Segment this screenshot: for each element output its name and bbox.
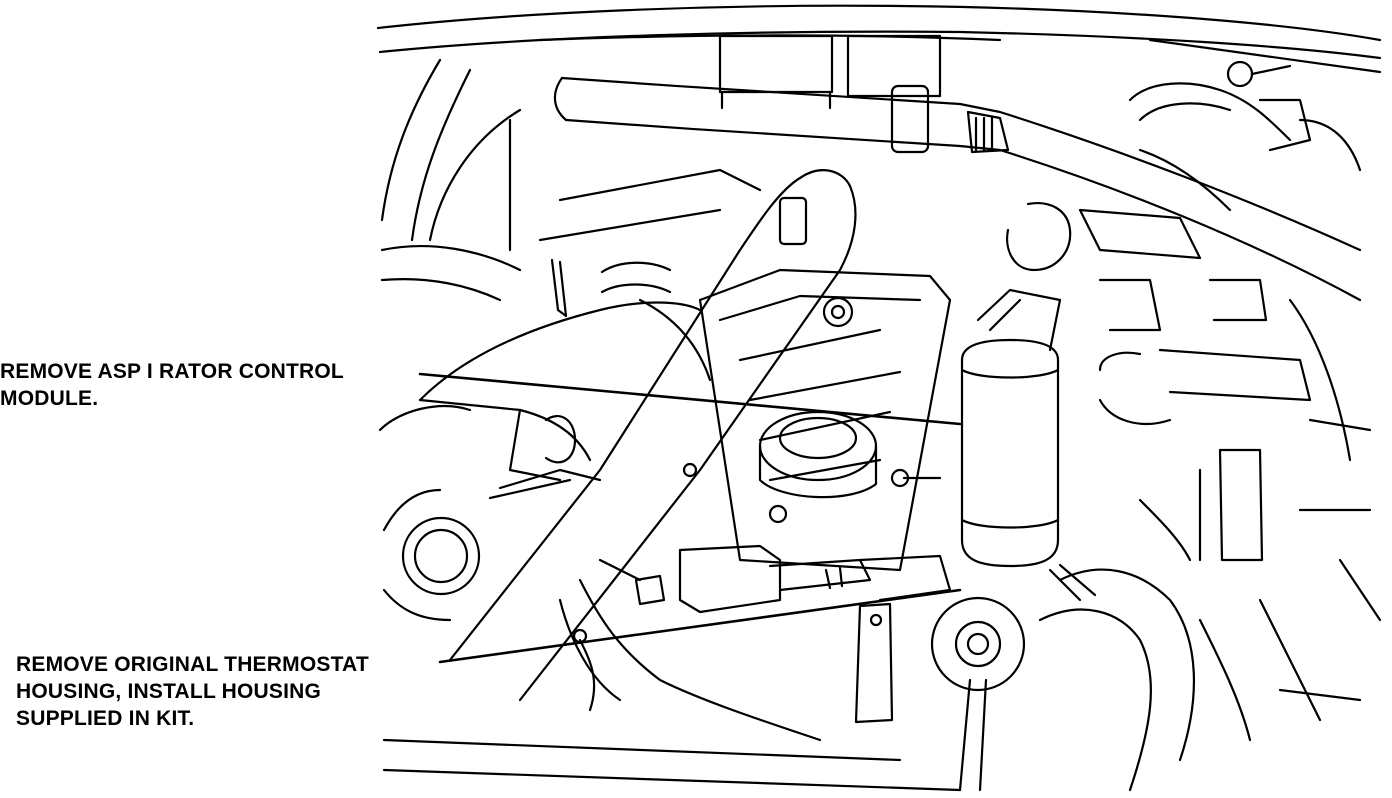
thermostat-callout: REMOVE ORIGINAL THERMOSTAT HOUSING, INST…	[16, 651, 369, 732]
oil-filler-cap	[758, 410, 878, 499]
lower-radiator-hose	[1038, 563, 1196, 792]
firewall-boxes	[718, 34, 942, 110]
upper-heater-hose	[553, 76, 1362, 302]
thermostat-leader-line	[438, 588, 962, 664]
aspirator-callout: REMOVE ASP I RATOR CONTROL MODULE.	[0, 358, 344, 412]
aspirator-callout-line-1: REMOVE ASP I RATOR CONTROL	[0, 360, 344, 383]
leader-lines	[418, 372, 962, 664]
aspirator-leader-line	[418, 372, 962, 426]
valve-cover	[682, 268, 952, 572]
alternator-area	[378, 258, 712, 500]
thermostat-callout-line-1: REMOVE ORIGINAL THERMOSTAT	[16, 653, 369, 676]
left-port	[382, 488, 481, 622]
lower-lines	[382, 558, 962, 792]
thermostat-callout-line-3: SUPPLIED IN KIT.	[16, 707, 195, 730]
bracket	[854, 602, 894, 724]
left-fender-lines	[380, 58, 762, 302]
diagonal-hose	[448, 169, 857, 702]
thermostat-callout-line-2: HOUSING, INSTALL HOUSING	[16, 680, 322, 703]
right-components	[1006, 60, 1382, 742]
aspirator-callout-line-2: MODULE.	[0, 387, 99, 410]
hood-edge	[376, 4, 1382, 74]
lower-fitting	[930, 596, 1026, 792]
aspirator-canister	[890, 288, 1062, 568]
